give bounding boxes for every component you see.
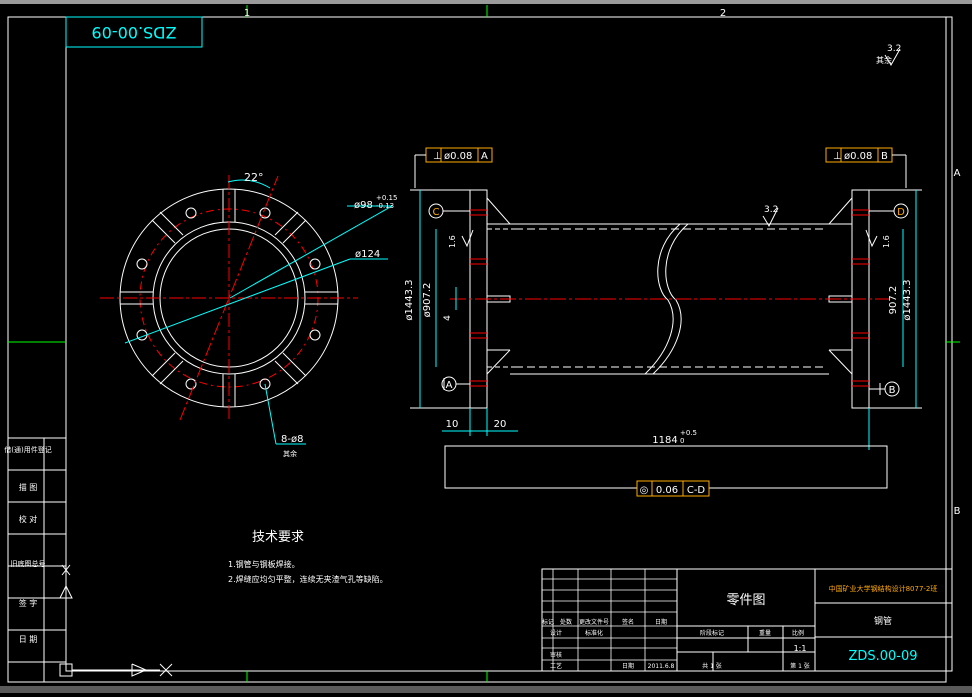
- svg-text:更改文件号: 更改文件号: [579, 618, 609, 626]
- svg-text:共 1 张: 共 1 张: [702, 662, 722, 670]
- svg-text:设计: 设计: [550, 629, 562, 637]
- svg-text:日期: 日期: [655, 618, 667, 626]
- svg-text:⊥: ⊥: [833, 151, 842, 162]
- svg-text:4: 4: [443, 315, 453, 321]
- svg-text:ø1443.3: ø1443.3: [404, 279, 415, 320]
- dim-dia98: ø98: [354, 200, 373, 211]
- svg-text:1184: 1184: [652, 435, 677, 446]
- svg-text:借(通)用件登记: 借(通)用件登记: [4, 445, 51, 454]
- svg-text:B: B: [889, 385, 896, 396]
- svg-text:2011.6.8: 2011.6.8: [648, 663, 675, 670]
- svg-text:907.2: 907.2: [888, 286, 899, 315]
- svg-text:处数: 处数: [560, 618, 572, 626]
- svg-text:标记: 标记: [542, 618, 554, 626]
- svg-text:日 期: 日 期: [19, 635, 38, 644]
- svg-text:ø907.2: ø907.2: [422, 283, 433, 318]
- svg-text:20: 20: [494, 419, 507, 430]
- svg-text:D: D: [897, 207, 905, 218]
- svg-text:ø1443.3: ø1443.3: [902, 279, 913, 320]
- svg-text:其余: 其余: [876, 55, 892, 65]
- svg-text:1.6: 1.6: [448, 235, 457, 248]
- drawing-id-mirrored: ZDS.00-09: [91, 23, 176, 42]
- side-stamp-column: [8, 437, 66, 682]
- dim-dia124: ø124: [355, 249, 380, 260]
- svg-text:-0.13: -0.13: [376, 202, 394, 210]
- title-block: [541, 568, 953, 672]
- svg-text:ø0.08: ø0.08: [444, 151, 472, 162]
- svg-text:◎: ◎: [640, 485, 649, 496]
- svg-text:A: A: [481, 151, 488, 162]
- svg-text:C-D: C-D: [687, 485, 706, 496]
- svg-text:日期: 日期: [622, 662, 634, 670]
- pipe-front-view[interactable]: ⊥ ø0.08 A ⊥ ø0.08 B: [404, 147, 922, 497]
- svg-text:B: B: [881, 151, 888, 162]
- zone-label-2: 2: [720, 8, 726, 19]
- dim-holes: 8-ø8: [281, 434, 303, 445]
- svg-text:0: 0: [680, 437, 684, 445]
- part-drawing-label: 零件图: [726, 593, 765, 608]
- svg-text:3.2: 3.2: [764, 205, 778, 215]
- svg-text:重量: 重量: [759, 629, 771, 637]
- scale-value: 1:1: [794, 644, 807, 653]
- gdt-frame-right: ⊥ ø0.08 B: [825, 147, 907, 188]
- svg-text:1.6: 1.6: [882, 235, 891, 248]
- svg-text:+0.5: +0.5: [680, 429, 697, 437]
- svg-text:10: 10: [446, 419, 459, 430]
- technical-requirements: 技术要求 1.钢管与钢板焊接。 2.焊缝应均匀平整，连续无夹渣气孔等缺陷。: [228, 530, 388, 584]
- school-label: 中国矿业大学钢结构设计8077-2班: [829, 584, 938, 593]
- svg-text:⊥: ⊥: [433, 151, 442, 162]
- svg-text:第 1 张: 第 1 张: [790, 662, 810, 670]
- svg-text:旧底图总号: 旧底图总号: [11, 559, 46, 568]
- roughness-global: 其余 3.2: [876, 44, 901, 66]
- svg-text:3.2: 3.2: [887, 44, 901, 54]
- svg-text:描 图: 描 图: [19, 482, 38, 492]
- flange-view[interactable]: 22° ø98 +0.15 -0.13 ø124 8-ø8 其余: [100, 171, 397, 458]
- svg-text:技术要求: 技术要求: [252, 530, 304, 545]
- svg-text:A: A: [446, 380, 453, 391]
- angle-label: 22°: [244, 171, 264, 184]
- svg-text:签 字: 签 字: [19, 598, 38, 608]
- gdt-frame-left: ⊥ ø0.08 A: [414, 147, 493, 188]
- svg-text:审核: 审核: [550, 651, 562, 659]
- svg-text:C: C: [433, 207, 440, 218]
- svg-text:1.钢管与钢板焊接。: 1.钢管与钢板焊接。: [228, 559, 300, 569]
- title-block-grid: [542, 569, 677, 671]
- svg-text:签名: 签名: [622, 618, 634, 626]
- zone-ticks: [8, 5, 960, 682]
- svg-text:+0.15: +0.15: [376, 194, 397, 202]
- outer-frame: [7, 16, 953, 683]
- svg-text:其余: 其余: [283, 449, 297, 458]
- svg-text:校 对: 校 对: [19, 514, 38, 524]
- drawing-number: ZDS.00-09: [848, 649, 917, 664]
- svg-text:标准化: 标准化: [585, 629, 603, 637]
- zone-label-a: A: [954, 168, 961, 179]
- svg-text:0.06: 0.06: [656, 485, 678, 496]
- svg-text:阶段标记: 阶段标记: [700, 629, 724, 637]
- viewport-top-edge: [0, 0, 972, 4]
- zone-label-1: 1: [244, 8, 250, 19]
- part-name: 钢管: [874, 615, 892, 627]
- viewport-bottom-edge: [0, 686, 972, 693]
- zone-label-b: B: [954, 506, 961, 517]
- gdt-coaxiality: ◎ 0.06 C-D: [636, 480, 710, 497]
- title-block-labels: 处数 标记 更改文件号 签名 日期 设计 标准化 阶段标记 重量 比例 审核 工…: [542, 618, 810, 670]
- svg-text:ø0.08: ø0.08: [844, 151, 872, 162]
- id-box-top: [65, 16, 203, 48]
- ucs-icon: [59, 560, 173, 677]
- svg-text:工艺: 工艺: [550, 662, 562, 670]
- svg-text:比例: 比例: [792, 629, 804, 637]
- svg-text:2.焊缝应均匀平整，连续无夹渣气孔等缺陷。: 2.焊缝应均匀平整，连续无夹渣气孔等缺陷。: [228, 574, 388, 584]
